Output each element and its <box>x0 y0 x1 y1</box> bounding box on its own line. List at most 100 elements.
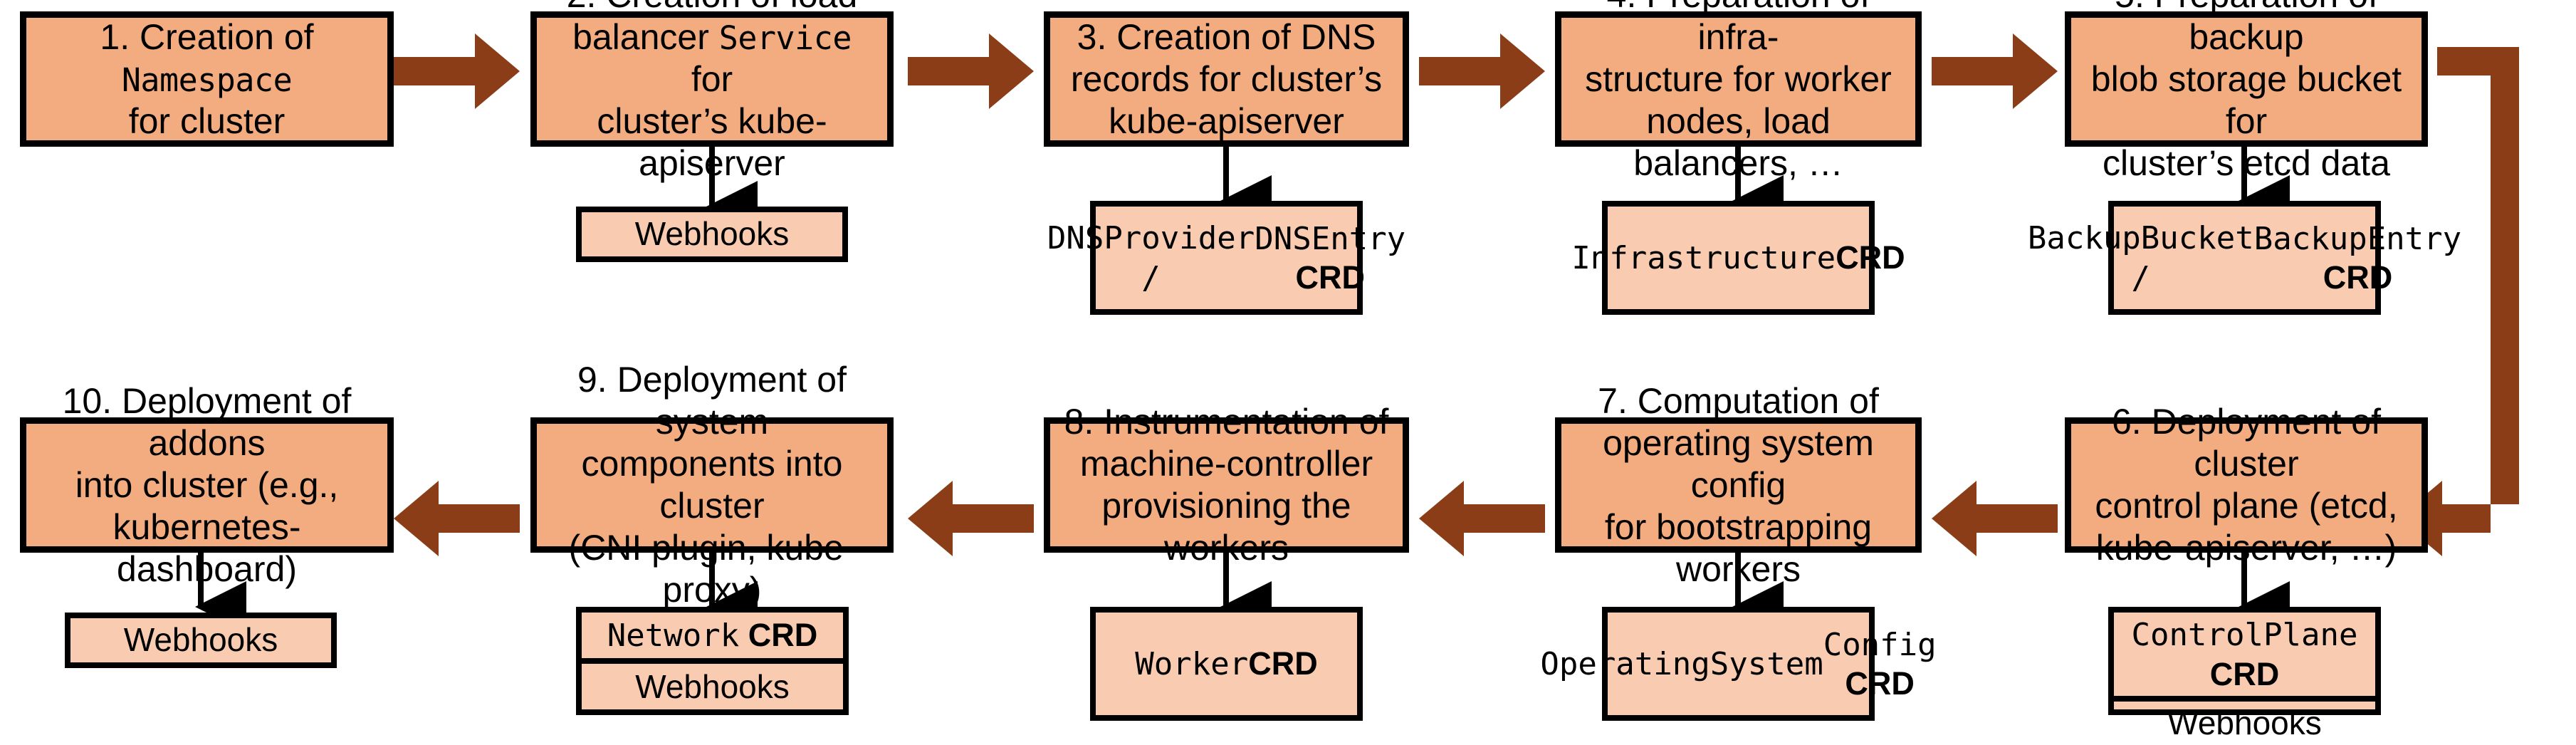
text-line: operating system config <box>1571 422 1905 506</box>
text-run: records for cluster’s <box>1070 58 1383 99</box>
text-run: (CNI plugin, kube-proxy) <box>568 528 856 610</box>
text-run: kubernetes-dashboard) <box>112 506 301 589</box>
text-run: CRD <box>1836 239 1905 276</box>
flow-arrow-2-3 <box>908 33 1034 109</box>
artifact-row: DNSProvider /DNSEntry CRD <box>1047 207 1405 309</box>
text-line: 8. Instrumentation of <box>1060 401 1393 443</box>
text-line: structure for worker <box>1571 58 1905 100</box>
text-line: (CNI plugin, kube-proxy) <box>547 527 877 611</box>
text-run: OperatingSystem <box>1540 646 1823 683</box>
text-run: for cluster <box>128 100 286 141</box>
text-run: kube-apiserver, …) <box>2095 528 2397 568</box>
text-run: DNSProvider / <box>1047 220 1255 296</box>
artifact-box-network-crd[interactable]: Network CRD Webhooks <box>576 607 849 715</box>
text-run: Infrastructure <box>1571 240 1836 277</box>
flow-arrow-6-7 <box>1932 481 2058 556</box>
text-line: Webhooks <box>2167 704 2322 743</box>
text-run: into cluster (e.g., <box>75 464 339 505</box>
text-run: for <box>691 58 733 99</box>
text-run: provisioning the workers <box>1101 486 1351 568</box>
flow-arrow-4-5 <box>1932 33 2058 109</box>
text-line: CRD <box>1248 644 1318 683</box>
text-run: cluster’s kube-apiserver <box>597 100 827 183</box>
text-run: Webhooks <box>2167 704 2322 741</box>
text-line: blob storage bucket for <box>2081 58 2412 142</box>
text-line: Webhooks <box>124 620 278 660</box>
artifact-box-webhooks-step10[interactable]: Webhooks <box>65 613 337 668</box>
artifact-box-webhooks-step2[interactable]: Webhooks <box>576 207 848 262</box>
text-run: Webhooks <box>123 621 278 659</box>
flow-arrow-1-2 <box>394 33 520 109</box>
text-run: 5. Preparation of backup <box>2115 0 2378 57</box>
text-line: Infrastructure <box>1571 238 1836 278</box>
text-line: 7. Computation of <box>1571 380 1905 422</box>
text-run: 2. Creation of load <box>567 0 858 15</box>
text-line: Webhooks <box>635 214 790 254</box>
text-line: 4. Preparation of infra- <box>1571 0 1905 58</box>
text-line: DNSEntry CRD <box>1255 219 1405 298</box>
step-box-4[interactable]: 4. Preparation of infra-structure for wo… <box>1555 0 1922 183</box>
text-run: BackupBucket / <box>2027 220 2254 296</box>
text-line: kubernetes-dashboard) <box>36 506 377 590</box>
text-line: machine-controller <box>1060 443 1393 485</box>
text-run: 6. Deployment of cluster <box>2112 402 2381 484</box>
text-line: provisioning the workers <box>1060 485 1393 569</box>
text-run: 10. Deployment of addons <box>62 380 352 463</box>
text-line: into cluster (e.g., <box>36 464 377 506</box>
artifact-box-controlplane-crd[interactable]: ControlPlane CRD Webhooks <box>2108 607 2381 741</box>
flow-arrow-8-9 <box>908 481 1034 556</box>
text-run: CRD <box>1295 259 1365 296</box>
text-run: CRD <box>739 617 818 654</box>
artifact-row: Webhooks <box>70 618 331 662</box>
text-line: OperatingSystem <box>1540 644 1823 684</box>
text-line: cluster’s etcd data <box>2081 142 2412 184</box>
text-run: structure for worker <box>1585 58 1892 99</box>
text-run: 3. Creation of DNS <box>1077 16 1376 57</box>
text-run: components into cluster <box>581 444 843 526</box>
text-run: 9. Deployment of system <box>577 360 847 442</box>
text-line: components into cluster <box>547 443 877 527</box>
text-line: kube-apiserver, …) <box>2081 527 2412 569</box>
artifact-box-backupbucket-crd[interactable]: BackupBucket /BackupEntry CRD <box>2028 201 2461 315</box>
text-run: 1. Creation of <box>100 16 314 57</box>
text-run: control plane (etcd, <box>2095 486 2398 526</box>
artifact-row: Webhooks <box>2114 695 2375 745</box>
text-line: Namespace <box>36 58 377 100</box>
text-line: 1. Creation of <box>36 16 377 58</box>
text-run: operating system config <box>1603 422 1874 505</box>
text-line: for cluster <box>36 100 377 142</box>
text-run: Worker <box>1135 646 1249 683</box>
flow-arrow-9-10 <box>394 481 520 556</box>
artifact-row: Network CRD <box>582 613 843 658</box>
text-run: Config <box>1823 626 1937 663</box>
text-run: machine-controller <box>1079 444 1373 484</box>
text-run: CRD <box>2323 259 2393 296</box>
flow-arrow-7-8 <box>1419 481 1545 556</box>
text-line: 9. Deployment of system <box>547 359 877 443</box>
text-line: DNSProvider / <box>1047 218 1255 298</box>
text-line: ControlPlane CRD <box>2120 615 2370 694</box>
text-line: control plane (etcd, <box>2081 485 2412 527</box>
text-run: cluster’s etcd data <box>2103 142 2390 183</box>
artifact-box-dns-crd[interactable]: DNSProvider /DNSEntry CRD <box>1047 201 1405 315</box>
